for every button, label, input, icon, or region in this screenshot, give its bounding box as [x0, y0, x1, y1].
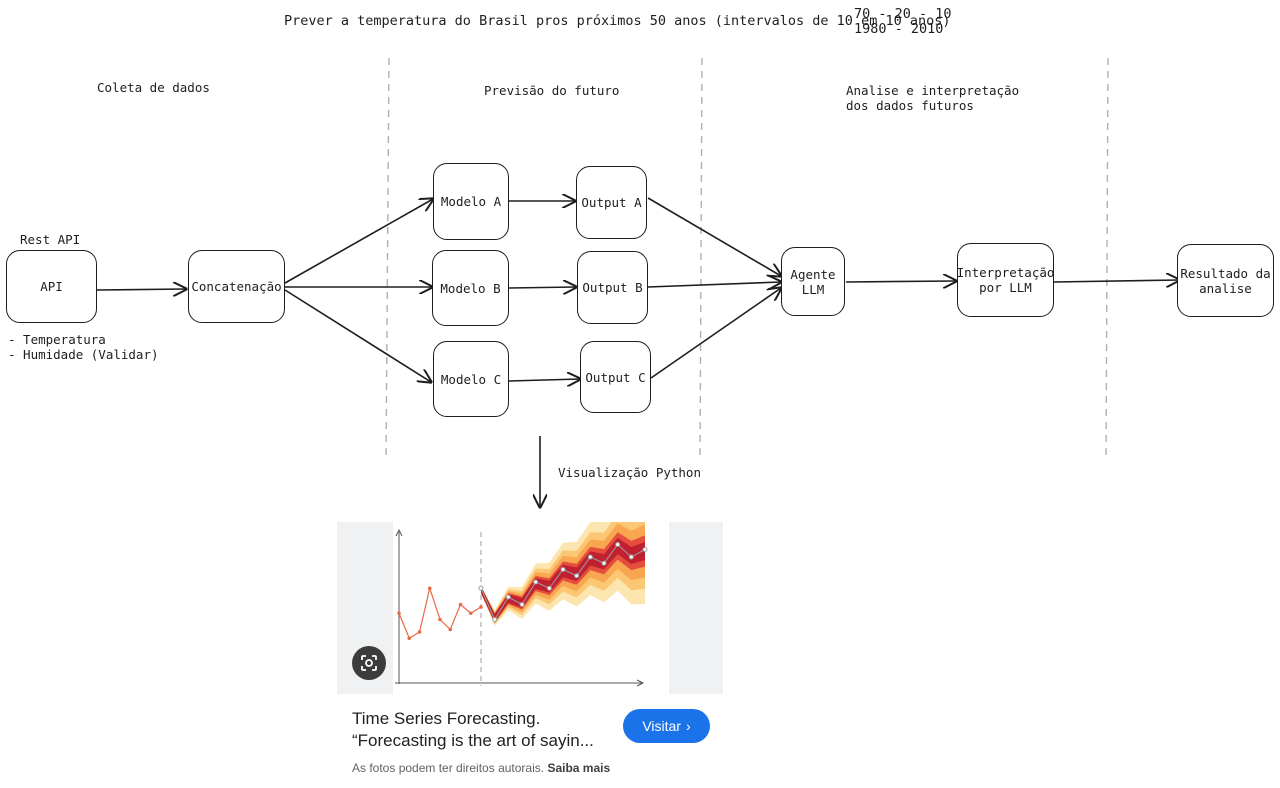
source-note-humidity: - Humidade (Validar) [8, 347, 159, 362]
forecast-uncertainty-bands [481, 522, 645, 626]
visit-button[interactable]: Visitar › [623, 709, 710, 743]
forecast-point [615, 542, 621, 547]
arrow-model-b-output-b [508, 287, 576, 288]
diagram-title: Prever a temperatura do Brasil pros próx… [284, 13, 951, 29]
visit-button-label: Visitar [642, 718, 681, 734]
api-box: API [6, 250, 97, 323]
section-analysis-line2: dos dados futuros [846, 98, 974, 113]
history-point [479, 605, 483, 609]
arrow-concat-model-a [284, 199, 433, 284]
interp-label-line1: Interpretação [956, 265, 1055, 280]
model-a-box: Modelo A [433, 163, 509, 240]
forecast-point [628, 554, 634, 560]
model-b-box: Modelo B [432, 250, 509, 326]
arrow-model-c-output-c [508, 379, 580, 381]
arrow-output-a-agent [647, 197, 781, 276]
visualization-label: Visualização Python [558, 465, 701, 480]
forecast-point [492, 617, 498, 622]
source-note-temperature: - Temperatura [8, 332, 106, 347]
output-a-label: Output A [581, 195, 642, 210]
history-series [397, 586, 483, 641]
api-box-label: API [40, 279, 63, 294]
agent-label-line1: Agente [790, 266, 836, 282]
arrow-api-concat [96, 289, 186, 290]
concat-box-label: Concatenação [191, 279, 282, 294]
diagram-connectors [96, 57, 1280, 520]
forecast-point [587, 554, 593, 560]
forecast-point [560, 567, 566, 572]
model-c-label: Modelo C [440, 371, 502, 387]
note-line-1: 70 - 20 - 10 [854, 6, 952, 22]
uncertainty-band [481, 537, 645, 622]
forecast-point [546, 585, 552, 591]
google-lens-icon[interactable] [352, 646, 386, 680]
x-axis-arrow [636, 679, 645, 687]
history-point [407, 636, 412, 641]
chevron-right-icon: › [685, 718, 691, 734]
interp-label-line2: por LLM [979, 280, 1032, 295]
agent-llm-box: Agente LLM [781, 247, 845, 316]
arrow-interp-result [1053, 280, 1179, 282]
forecast-point [642, 547, 648, 552]
concat-box: Concatenação [188, 250, 285, 323]
agent-label-line2: LLM [801, 281, 825, 297]
image-result-card[interactable]: Time Series Forecasting. “Forecasting is… [337, 522, 723, 788]
model-a-label: Modelo A [440, 194, 502, 209]
rest-api-label: Rest API [20, 232, 81, 247]
chart-thumbnail[interactable] [337, 522, 723, 694]
forecast-series [478, 542, 648, 622]
history-point [438, 617, 442, 622]
card-title[interactable]: Time Series Forecasting. “Forecasting is… [352, 709, 594, 750]
history-point [458, 602, 463, 607]
history-line [398, 586, 482, 640]
output-c-label: Output C [585, 369, 646, 385]
result-label-line2: analise [1199, 280, 1252, 296]
section-collect: Coleta de dados [97, 80, 210, 95]
output-b-label: Output B [582, 280, 643, 295]
arrow-output-b-agent [647, 282, 781, 287]
forecast-point [519, 602, 525, 607]
output-b-box: Output B [577, 251, 648, 324]
copyright-notice: As fotos podem ter direitos autorais. Sa… [352, 761, 610, 775]
history-point [448, 627, 453, 632]
result-box: Resultado da analise [1177, 244, 1274, 317]
fade-overlay [627, 532, 669, 682]
history-point [427, 586, 432, 591]
result-label-line1: Resultado da [1180, 265, 1271, 281]
history-point [468, 611, 473, 616]
forecast-point [505, 594, 511, 600]
section-analysis-line1: Analise e interpretação [846, 83, 1020, 98]
y-axis-arrow [395, 528, 403, 537]
history-point [397, 611, 401, 616]
forecast-chart [395, 522, 669, 687]
learn-more-link[interactable]: Saiba mais [547, 761, 611, 775]
forecast-point [533, 579, 539, 585]
note-line-2: 1980 - 2010 [854, 21, 944, 37]
thumb-pad-right [669, 522, 723, 694]
copyright-text: As fotos podem ter direitos autorais. [352, 761, 545, 775]
section-forecast: Previsão do futuro [484, 83, 620, 98]
output-c-box: Output C [580, 341, 651, 413]
section-dividers [385, 57, 1109, 461]
arrow-output-c-agent [650, 288, 781, 379]
arrow-concat-model-c [284, 289, 431, 382]
arrow-agent-interp [845, 281, 956, 282]
interpretation-box: Interpretação por LLM [957, 243, 1054, 317]
forecast-point [478, 585, 484, 591]
model-b-label: Modelo B [440, 280, 501, 296]
forecast-point [601, 560, 607, 566]
history-point [417, 630, 422, 634]
model-c-box: Modelo C [433, 341, 509, 417]
output-a-box: Output A [576, 166, 647, 239]
forecast-point [574, 573, 580, 579]
